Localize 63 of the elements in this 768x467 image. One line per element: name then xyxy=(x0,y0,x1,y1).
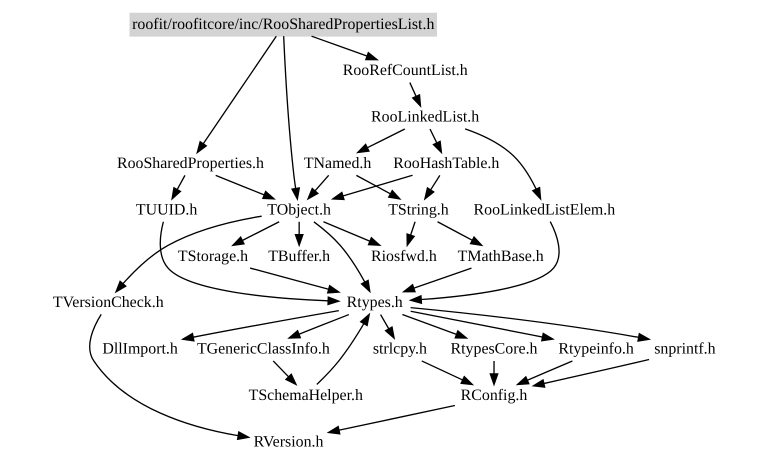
node-text: TBuffer.h xyxy=(268,248,330,265)
arrow xyxy=(250,267,341,294)
arrow xyxy=(196,36,277,154)
arrow xyxy=(429,128,442,154)
node-text: strlcpy.h xyxy=(372,340,427,358)
node-text: DllImport.h xyxy=(102,340,178,358)
arrow xyxy=(287,314,350,339)
node-text: TString.h xyxy=(388,201,449,218)
arrow xyxy=(215,174,276,200)
arrow xyxy=(356,174,402,200)
node-text: TObject.h xyxy=(267,201,332,218)
arrow xyxy=(180,310,339,342)
arrow xyxy=(171,175,186,201)
arrow xyxy=(464,128,542,201)
arrow xyxy=(330,174,413,200)
node-text: RooSharedProperties.h xyxy=(116,155,264,172)
arrow xyxy=(409,82,422,108)
arrow xyxy=(313,221,371,294)
arrow xyxy=(410,310,555,342)
arrow xyxy=(489,360,499,386)
node-text: RooLinkedList.h xyxy=(371,108,480,126)
node-text: TVersionCheck.h xyxy=(52,294,164,312)
arrow xyxy=(323,221,382,246)
node-text: TGenericClassInfo.h xyxy=(196,340,330,358)
node-text: TMathBase.h xyxy=(458,248,544,265)
node-text: TUUID.h xyxy=(136,201,198,218)
arrow xyxy=(516,360,573,386)
arrow xyxy=(402,314,468,339)
arrow xyxy=(311,36,379,60)
arrow xyxy=(231,221,280,246)
node-box: roofit/roofitcore/inc/RooSharedPropertiesList.h xyxy=(129,12,438,37)
arrow xyxy=(114,216,262,294)
node-text: RtypesCore.h xyxy=(450,340,538,358)
arrow xyxy=(160,222,341,306)
arrow xyxy=(326,404,456,435)
arrow xyxy=(408,221,560,304)
node-text: Rtypes.h xyxy=(346,294,403,312)
node-text: RVersion.h xyxy=(254,433,324,450)
node-text: TStorage.h xyxy=(178,248,248,265)
arrow xyxy=(294,222,304,248)
arrow xyxy=(283,36,300,201)
node-text: Riosfwd.h xyxy=(370,248,437,265)
arrow xyxy=(406,222,416,248)
arrow xyxy=(410,306,652,342)
arrow xyxy=(532,358,650,388)
arrow xyxy=(424,175,440,201)
node-text: RooHashTable.h xyxy=(393,155,500,172)
node-text: snprintf.h xyxy=(654,340,716,358)
node-text: RooRefCountList.h xyxy=(342,62,468,80)
node-text: TSchemaHelper.h xyxy=(248,386,363,404)
arrow xyxy=(272,360,298,386)
arrow xyxy=(306,174,330,200)
arrow xyxy=(380,314,396,340)
arrow xyxy=(402,268,472,292)
node-text: TNamed.h xyxy=(304,155,372,172)
node-text: RConfig.h xyxy=(460,386,528,404)
arrow xyxy=(356,128,406,154)
arrow xyxy=(89,314,251,440)
node-text: RooLinkedListElem.h xyxy=(474,201,616,218)
arrow xyxy=(316,312,370,385)
node-text: Rtypeinfo.h xyxy=(558,340,634,358)
arrow xyxy=(421,360,474,386)
arrow xyxy=(437,221,484,246)
